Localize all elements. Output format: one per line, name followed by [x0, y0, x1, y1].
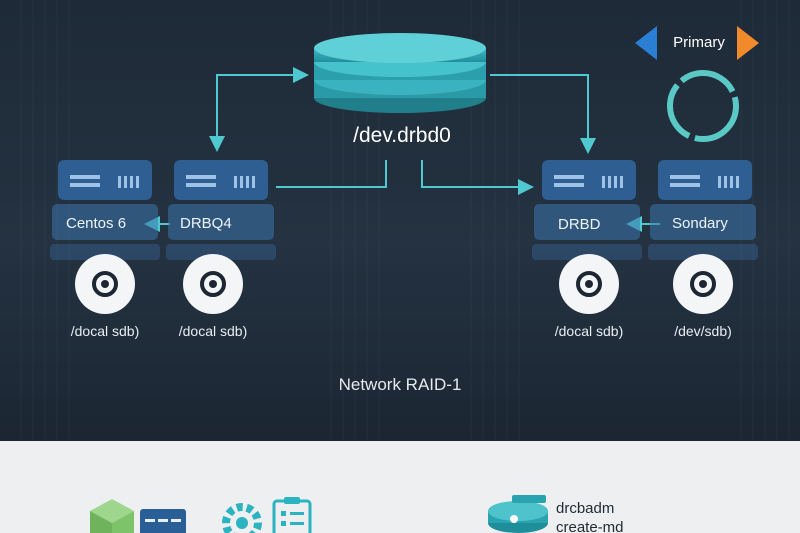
server-label: DRBD: [558, 216, 601, 233]
cube-icon: [90, 499, 134, 533]
command-line-2: create-md: [556, 519, 624, 533]
right-arrow-icon: [737, 26, 759, 60]
window-icon: [140, 509, 186, 533]
disk-label: /docal sdb): [70, 323, 140, 339]
disk-icon: [673, 254, 733, 314]
diagram-area: /dev.drbd0 Primary Centos 6 DRBQ4 DRBD S…: [0, 0, 800, 441]
drive-icon: [488, 495, 548, 533]
ring-icon: [667, 70, 739, 142]
disk-label: /dev/sdb): [674, 323, 732, 339]
disk-icon: [559, 254, 619, 314]
server-stack-1: [50, 160, 160, 260]
gear-icon: [222, 503, 262, 533]
tools-strip: drcbadm create-md: [0, 441, 800, 533]
diagram-graphics: [50, 26, 759, 314]
left-arrow-icon: [635, 26, 657, 60]
checklist-icon: [272, 497, 312, 533]
server-label: Sondary: [672, 215, 728, 232]
network-raid-label: Network RAID-1: [338, 375, 462, 394]
server-stack-2: [166, 160, 276, 260]
device-label: /dev.drbd0: [353, 124, 451, 147]
primary-label: Primary: [673, 34, 725, 51]
server-stack-4: [648, 160, 758, 260]
disk-icon: [75, 254, 135, 314]
tools-graphics: [90, 495, 548, 533]
disk-label: /docal sdb): [178, 323, 248, 339]
server-stack-3: [532, 160, 642, 260]
server-label: DRBQ4: [180, 215, 232, 232]
connector-lines: [144, 67, 660, 232]
disk-icon: [183, 254, 243, 314]
drbd-device-icon: [314, 33, 486, 113]
command-line-1: drcbadm: [556, 500, 615, 517]
server-label: Centos 6: [66, 215, 127, 232]
disk-label: /docal sdb): [554, 323, 624, 339]
